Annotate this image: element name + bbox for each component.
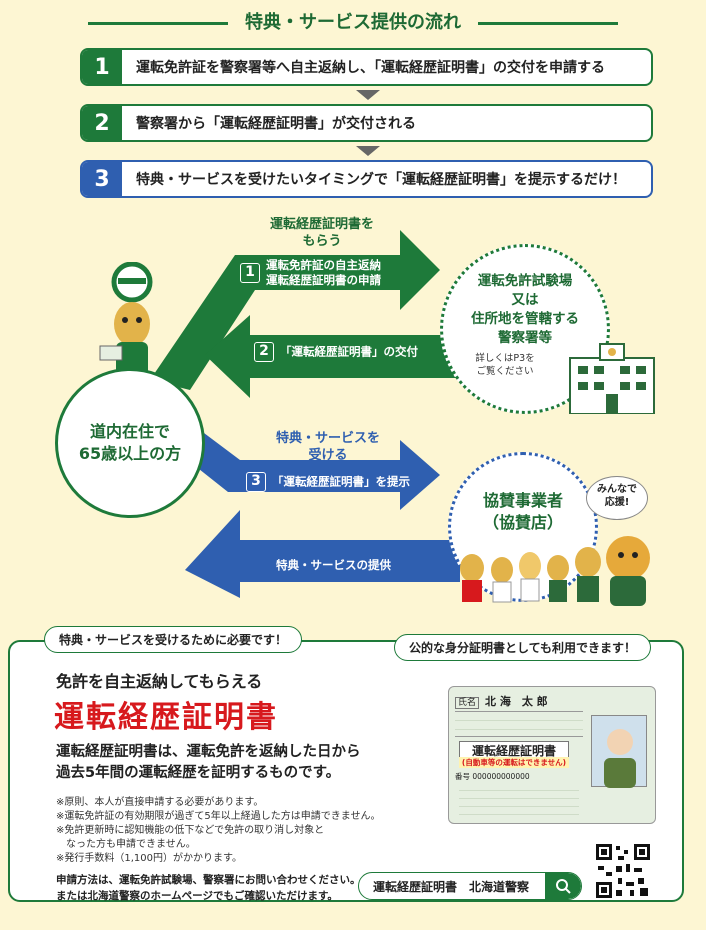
panel-heading: 免許を自主返納してもらえる [56, 672, 263, 691]
resident-circle: 道内在住で 65歳以上の方 [55, 368, 205, 518]
police-label: 運転免許試験場 又は 住所地を管轄する 警察署等 [471, 273, 579, 346]
arrow2-text: 2 「運転経歴証明書」の交付 [254, 342, 418, 362]
apply-instructions: 申請方法は、運転免許試験場、警察署にお問い合わせください。 または北海道警察のホ… [56, 874, 361, 902]
step-text: 運転免許証を警察署等へ自主返納し、「運転経歴証明書」の交付を申請する [136, 60, 605, 76]
card-warning: (自動車等の運転はできません) [459, 757, 569, 768]
arrow4-text: 特典・サービスの提供 [276, 558, 391, 572]
arrow3-text: 3 「運転経歴証明書」を提示 [246, 472, 410, 492]
arrow2-label: 「運転経歴証明書」の交付 [280, 344, 418, 359]
card-lines [455, 711, 583, 737]
police-note: 詳しくはP3を ご覧ください [475, 353, 535, 377]
arrow1-text: 1 運転免許証の自主返納 運転経歴証明書の申請 [240, 258, 381, 288]
bubble-id-use: 公的な身分証明書としても利用できます！ [394, 634, 652, 661]
cheer-bubble: みんなで 応援! [586, 476, 648, 520]
receive-label: 特典・サービスを 受ける [275, 431, 380, 463]
certificate-card-image: 氏名北 海 太 郎 運転経歴証明書 (自動車等の運転はできません) 番号 000… [448, 686, 656, 824]
step-2: 2 警察署から「運転経歴証明書」が交付される [80, 104, 653, 142]
down-arrow-icon [356, 146, 380, 156]
arrow3-label: 「運転経歴証明書」を提示 [272, 474, 410, 489]
step-1: 1 運転免許証を警察署等へ自主返納し、「運転経歴証明書」の交付を申請する [80, 48, 653, 86]
page-title: 特典・サービス提供の流れ [245, 12, 461, 33]
panel-description: 運転経歴証明書は、運転免許を返納した日から 過去5年間の運転経歴を証明するもので… [56, 744, 361, 781]
card-name-row: 氏名北 海 太 郎 [455, 693, 548, 709]
arrow-present [175, 430, 440, 510]
step-number-box: 1 [240, 263, 260, 283]
mascot-group-icon [460, 536, 650, 606]
step-text: 特典・サービスを受けたいタイミングで「運転経歴証明書」を提示するだけ！ [136, 172, 626, 188]
police-building-icon [569, 343, 655, 414]
card-name-label: 氏名 [455, 697, 480, 709]
card-title: 運転経歴証明書 [459, 741, 569, 760]
qr-code-icon[interactable] [594, 842, 652, 900]
step-text: 警察署から「運転経歴証明書」が交付される [136, 116, 416, 132]
deer-mascot-icon [99, 262, 153, 378]
arrow1-label: 運転免許証の自主返納 運転経歴証明書の申請 [266, 258, 381, 287]
note-item: ※発行手数料（1,100円）がかかります。 [56, 853, 243, 864]
panel-title: 運転経歴証明書 [54, 700, 278, 735]
bubble-required: 特典・サービスを受けるために必要です！ [44, 626, 303, 653]
step-number-box: 2 [254, 342, 274, 362]
card-details [459, 783, 579, 819]
note-item: ※運転免許証の有効期限が過ぎて5年以上経過した方は申請できません。 [56, 811, 381, 822]
step-number-box: 3 [246, 472, 266, 492]
step-number: 3 [82, 162, 122, 196]
arrow-issue [205, 315, 470, 398]
note-item: ※原則、本人が直接申請する必要があります。 [56, 797, 264, 808]
get-label: 運転経歴証明書を もらう [269, 217, 374, 249]
notes-list: ※原則、本人が直接申請する必要があります。 ※運転免許証の有効期限が過ぎて5年以… [56, 796, 380, 866]
step-number: 1 [82, 50, 122, 84]
search-button[interactable] [545, 873, 581, 899]
note-item: なった方も申請できません。 [56, 839, 196, 850]
arrow-apply [150, 230, 440, 390]
search-query: 運転経歴証明書 北海道警察 [373, 879, 530, 894]
search-icon [556, 879, 571, 894]
card-name: 北 海 太 郎 [485, 695, 548, 708]
portrait-photo-icon [591, 715, 647, 788]
note-item: ※免許更新時に認知機能の低下などで免許の取り消し対象と [56, 825, 325, 836]
step-3: 3 特典・サービスを受けたいタイミングで「運転経歴証明書」を提示するだけ！ [80, 160, 653, 198]
title-rule-right [478, 22, 618, 25]
flow-arrows [150, 230, 470, 598]
down-arrow-icon [356, 90, 380, 100]
step-number: 2 [82, 106, 122, 140]
search-box[interactable]: 運転経歴証明書 北海道警察 [358, 872, 582, 900]
card-number: 番号 000000000000 [455, 772, 530, 781]
title-rule-left [88, 22, 228, 25]
arrow-provide [185, 510, 460, 598]
